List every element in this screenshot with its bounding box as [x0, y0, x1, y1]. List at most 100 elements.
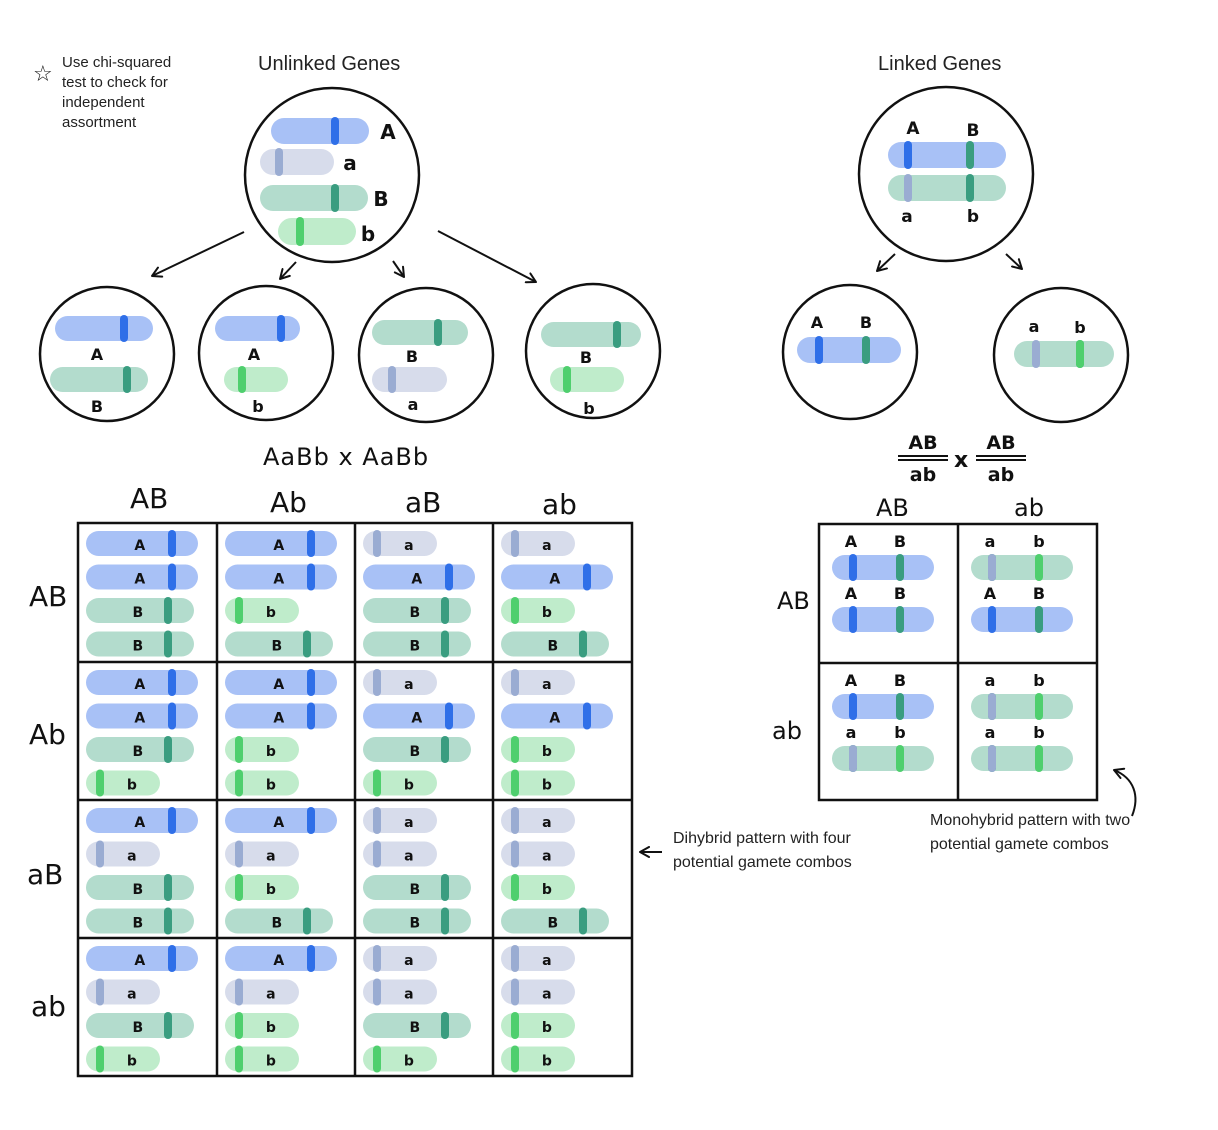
chromosome-band: [120, 315, 128, 342]
allele-label: a: [404, 538, 413, 554]
allele-label: b: [542, 744, 552, 760]
allele-label: a: [985, 532, 996, 551]
allele-label: b: [266, 1020, 276, 1036]
chromosome-body: [971, 746, 1073, 771]
chromosome-body: [55, 316, 153, 341]
unlinked-col-header: aB: [405, 486, 442, 519]
chromosome-band: [862, 336, 870, 364]
chromosome-body: [363, 841, 437, 867]
chromosome-band: [583, 702, 591, 730]
linked-cross-den2: ab: [976, 459, 1026, 486]
allele-label: b: [1033, 532, 1044, 551]
allele-label: b: [361, 222, 375, 246]
chromosome-band: [96, 1045, 104, 1073]
allele-label: B: [410, 882, 421, 898]
allele-label: a: [404, 987, 413, 1003]
parent-cell-linked: [857, 85, 1035, 263]
chromosome-recessive-a: [363, 807, 437, 834]
chromosome-body: [363, 808, 437, 833]
chromosome-band: [303, 907, 311, 935]
chromosome-body: [86, 1046, 160, 1072]
chromosome-band: [96, 840, 104, 868]
unlinked-row-header: AB: [29, 580, 68, 613]
allele-label: B: [894, 671, 906, 690]
chromosome-body: [501, 531, 575, 556]
chromosome-body: [501, 770, 575, 796]
allele-label: b: [404, 778, 414, 794]
chromosome-dominant-a: [501, 702, 613, 730]
chromosome-recessive-a: [225, 978, 299, 1006]
punnett-grids: [76, 521, 1099, 1078]
chromosome-body: [797, 337, 901, 363]
allele-label: B: [967, 121, 980, 141]
chromosome-band: [896, 606, 904, 633]
allele-label: A: [549, 572, 560, 588]
chromosome-band: [434, 319, 442, 346]
chromosome-recessive-a: [363, 840, 437, 868]
allele-label: A: [845, 532, 858, 551]
allele-label: A: [273, 572, 284, 588]
chromosome-band: [988, 745, 996, 772]
chi-squared-note: Use chi-squared test to check for indepe…: [62, 54, 172, 131]
chromosome-dominant-a: [225, 530, 337, 557]
allele-label: B: [580, 348, 592, 367]
chromosome-body: [363, 531, 437, 556]
linked-cross-num1: AB: [898, 432, 948, 457]
chromosome-band: [511, 1012, 519, 1039]
allele-label: B: [133, 916, 144, 932]
chromosome-recessive-b: [501, 874, 575, 901]
allele-label: b: [1033, 723, 1044, 742]
allele-label: a: [404, 677, 413, 693]
allele-label: A: [411, 711, 422, 727]
allele-label: B: [410, 1020, 421, 1036]
chromosome-body: [260, 149, 334, 175]
chromosome-body: [225, 770, 299, 796]
chromosome-band: [235, 597, 243, 624]
chromosome-recessive-a: [363, 530, 437, 557]
allele-label: A: [380, 120, 396, 144]
chromosome-band: [168, 669, 176, 696]
chromosome-band: [275, 148, 283, 176]
chromosome-recessive-b: [501, 1012, 575, 1039]
chromosome-band: [849, 693, 857, 720]
chromosome-recessive-b: [501, 597, 575, 624]
chromosome-recessive-a: [501, 840, 575, 868]
gamete-cell-ab: [524, 282, 662, 420]
chromosome-band: [441, 597, 449, 624]
allele-label: A: [134, 572, 145, 588]
linked-row-header: AB: [777, 587, 810, 615]
allele-label: B: [410, 605, 421, 621]
allele-label: a: [542, 815, 551, 831]
chromosome-band: [307, 702, 315, 730]
linked-cross-den1: ab: [898, 459, 948, 486]
chromosome-band: [168, 945, 176, 972]
chromosome-band: [164, 597, 172, 624]
linked-col-header: AB: [876, 494, 909, 522]
arrow: [392, 260, 405, 278]
chromosome-dominant-b: [363, 1012, 471, 1039]
chromosome-band: [331, 117, 339, 145]
chromosome-body: [550, 367, 624, 392]
allele-label: a: [985, 723, 996, 742]
allele-label: b: [542, 605, 552, 621]
allele-label: a: [408, 395, 419, 414]
chromosome-dominant-a: [225, 563, 337, 591]
allele-label: a: [1029, 317, 1040, 336]
chromosome-body: [363, 1046, 437, 1072]
allele-label: B: [133, 882, 144, 898]
arrow: [876, 253, 896, 272]
chromosome-band: [373, 978, 381, 1006]
allele-label: b: [1033, 671, 1044, 690]
chromosome-band: [441, 736, 449, 763]
chromosome-band: [235, 978, 243, 1006]
allele-label: a: [542, 987, 551, 1003]
allele-labels: AaBbABAbBaBbAABBAAbBaABBaAbBAABbAAbbaABb…: [91, 119, 1086, 1070]
chromosome-band: [511, 807, 519, 834]
chromosome-body: [888, 142, 1006, 168]
chromosome-dominant-a: [225, 669, 337, 696]
chromosome-dominant-a: [501, 563, 613, 591]
chromosome-band: [1035, 554, 1043, 581]
chromosome-band: [441, 874, 449, 901]
chromosome-band: [373, 807, 381, 834]
